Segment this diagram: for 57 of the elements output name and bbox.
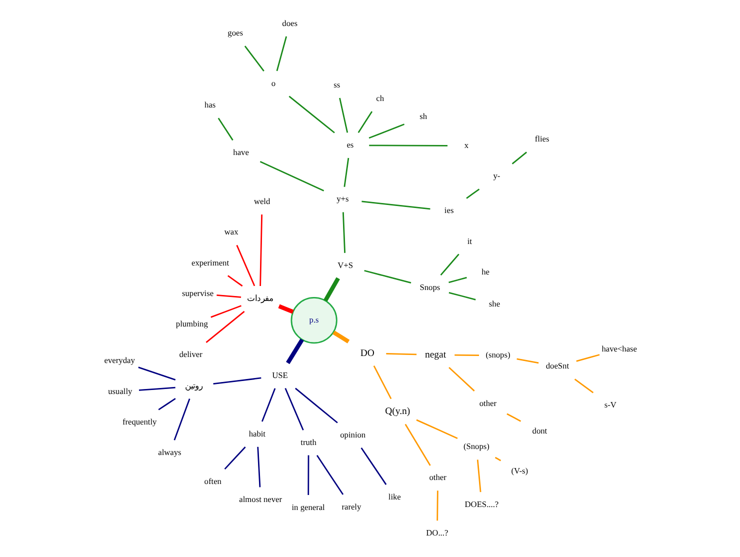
connector [512, 152, 527, 164]
connector [506, 413, 522, 422]
connector [308, 455, 310, 495]
connector [213, 377, 262, 385]
connector [364, 270, 412, 284]
connector [494, 456, 502, 462]
connector [138, 386, 176, 391]
connector [574, 378, 594, 394]
connector [440, 254, 460, 276]
connector [576, 354, 600, 362]
connector [324, 277, 340, 302]
connector [369, 144, 448, 146]
connector [339, 98, 348, 133]
connector [261, 388, 276, 422]
connector [316, 455, 344, 495]
connector [360, 448, 387, 485]
connector [216, 294, 242, 298]
connector [288, 96, 335, 134]
connector [358, 111, 373, 134]
connector [228, 275, 243, 287]
connector [278, 304, 294, 314]
connector [224, 446, 246, 470]
connector [368, 124, 405, 139]
connector [260, 214, 262, 286]
connector [294, 388, 338, 424]
connector [284, 388, 304, 430]
connector [210, 305, 242, 318]
connector [373, 366, 392, 400]
connector [206, 310, 245, 344]
connector [466, 188, 480, 199]
node-text: Q(y.n) [385, 406, 410, 418]
connector [454, 354, 480, 356]
connector [344, 158, 350, 187]
connector [448, 366, 475, 392]
connector [260, 161, 324, 192]
connector [436, 490, 438, 521]
node-text: DO [360, 348, 374, 359]
connector [448, 292, 476, 300]
connector [257, 446, 261, 488]
connector [218, 118, 234, 141]
connector [244, 46, 264, 72]
connector [286, 338, 304, 364]
connector [174, 398, 190, 440]
connector [276, 36, 288, 72]
connector [342, 212, 346, 253]
connector [386, 353, 417, 356]
connector [476, 460, 482, 492]
connector [158, 398, 176, 410]
connector [416, 419, 458, 439]
connector [236, 244, 256, 286]
node-text: negat [424, 349, 446, 360]
connector [448, 276, 467, 284]
connector [404, 424, 431, 466]
connector [362, 200, 430, 210]
connector [332, 330, 350, 344]
connector [516, 358, 539, 364]
connector [138, 366, 176, 380]
